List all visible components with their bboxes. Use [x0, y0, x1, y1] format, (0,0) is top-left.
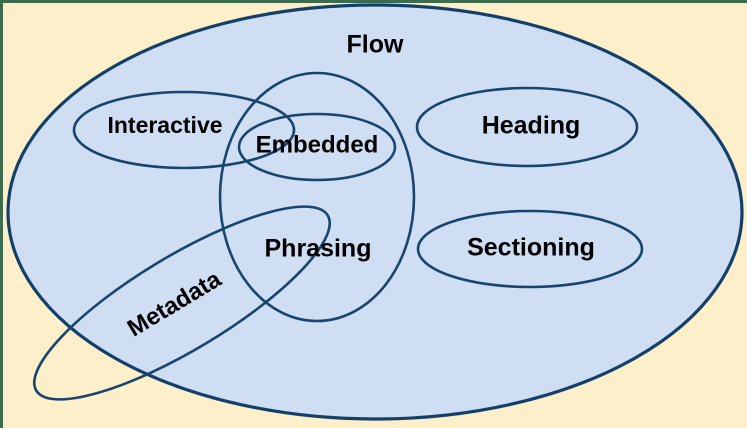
- ellipse-flow[interactable]: [6, 3, 744, 421]
- ellipse-sectioning[interactable]: [416, 209, 644, 289]
- label-embedded: Embedded: [256, 131, 379, 158]
- ellipse-interactive[interactable]: [72, 90, 296, 170]
- label-heading: Heading: [482, 112, 581, 140]
- label-phrasing: Phrasing: [265, 235, 372, 263]
- ellipse-phrasing[interactable]: [218, 71, 416, 323]
- ellipse-heading[interactable]: [415, 86, 639, 168]
- top-edge-border: [0, 0, 747, 3]
- ellipse-metadata[interactable]: [12, 175, 352, 428]
- ellipse-embedded[interactable]: [237, 112, 397, 182]
- label-sectioning: Sectioning: [467, 234, 595, 262]
- left-edge-border: [0, 0, 3, 428]
- label-flow: Flow: [347, 31, 404, 59]
- label-interactive: Interactive: [107, 112, 222, 138]
